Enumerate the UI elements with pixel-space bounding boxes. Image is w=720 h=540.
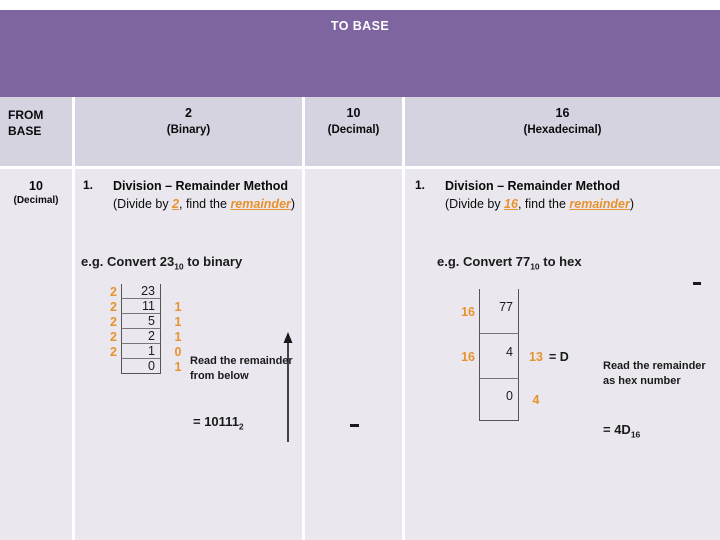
binary-method-number: 1. (83, 178, 94, 192)
column-header-hex-name: (Hexadecimal) (523, 124, 602, 136)
ladder-quotient: 23 (121, 284, 161, 299)
ladder-remainder: 1 (174, 299, 182, 314)
ladder-row: 0 1 (95, 359, 195, 374)
hex-caption-sub: 10 (530, 261, 540, 272)
ladder-quotient: 4 (479, 334, 519, 379)
column-header-binary-name: (Binary) (166, 124, 211, 136)
ladder-row: 2 5 1 (95, 314, 195, 329)
binary-figure-caption: e.g. Convert 2310 to binary (81, 254, 242, 272)
binary-paren-post: ) (290, 197, 296, 211)
row-label-decimal: 10 (Decimal) (0, 169, 75, 540)
cell-decimal-to-decimal (305, 169, 405, 540)
ladder-remainder: 4 (532, 393, 540, 407)
ladder-equals: = D (549, 349, 569, 364)
binary-division-ladder: 2 23 2 11 1 2 5 1 2 (95, 284, 293, 442)
ladder-row: 0 4 (453, 379, 569, 421)
table-body-row: 10 (Decimal) 1. Division – Remainder Met… (0, 169, 720, 540)
hex-result-sub: 16 (630, 429, 641, 440)
ladder-quotient: 1 (121, 344, 161, 359)
ladder-remainder: 1 (174, 314, 182, 329)
ladder-divisor: 2 (110, 314, 117, 329)
binary-caption-pre: e.g. Convert 23 (81, 254, 175, 269)
ladder-divisor: 16 (461, 304, 475, 319)
hex-paren-pre: (Divide by (445, 197, 505, 211)
hex-method-title: Division – Remainder Method (445, 179, 621, 193)
ladder-quotient: 2 (121, 329, 161, 344)
to-base-banner: TO BASE (0, 10, 720, 97)
binary-caption-post: to binary (183, 254, 243, 269)
hex-method-number: 1. (415, 178, 426, 192)
hex-result: = 4D16 (603, 422, 640, 440)
hex-division-ladder: 16 77 16 4 13 = D 0 4 (453, 289, 569, 421)
binary-paren-mid: , find the (179, 197, 231, 211)
ladder-divisor: 2 (110, 329, 117, 344)
binary-method-paren: (Divide by 2, find the remainder) (113, 195, 297, 213)
column-header-decimal-name: (Decimal) (327, 124, 380, 136)
ladder-quotient: 11 (121, 299, 161, 314)
binary-result-sub: 2 (238, 421, 244, 432)
hex-paren-mid: , find the (517, 197, 570, 211)
ladder-remainder: 1 (174, 359, 182, 374)
from-base-label: FROM BASE (0, 105, 43, 139)
ladder-row: 2 2 1 (95, 329, 195, 344)
hex-paren-post: ) (629, 197, 635, 211)
column-header-decimal: 10 (Decimal) (305, 97, 405, 169)
ladder-quotient: 5 (121, 314, 161, 329)
column-header-hexadecimal: 16 (Hexadecimal) (405, 97, 720, 169)
binary-method-block: 1. Division – Remainder Method (Divide b… (83, 178, 297, 213)
binary-paren-divisor: 2 (172, 197, 179, 211)
ladder-divisor: 2 (110, 299, 117, 314)
ladder-quotient: 0 (479, 379, 519, 421)
hex-read-note: Read the remainder as hex number (603, 360, 706, 387)
binary-caption-sub: 10 (174, 261, 184, 272)
row-label-name: (Decimal) (13, 195, 59, 206)
to-base-title: TO BASE (330, 19, 390, 33)
table-header-row: FROM BASE 2 (Binary) 10 (Decimal) 16 (He… (0, 97, 720, 169)
binary-read-note: Read the remainder from below (190, 355, 293, 382)
cell-decimal-to-binary: 1. Division – Remainder Method (Divide b… (75, 169, 305, 540)
from-base-header-cell: FROM BASE (0, 97, 75, 169)
hex-placeholder-dash (693, 282, 701, 285)
base-conversion-table: FROM BASE 2 (Binary) 10 (Decimal) 16 (He… (0, 97, 720, 540)
binary-method-title: Division – Remainder Method (113, 179, 289, 193)
ladder-remainder: 13 (529, 349, 543, 364)
cell-decimal-to-hexadecimal: 1. Division – Remainder Method (Divide b… (405, 169, 720, 540)
ladder-divisor: 2 (110, 344, 117, 359)
ladder-remainder: 0 (174, 344, 182, 359)
hex-result-pre: = 4D (603, 422, 631, 437)
ladder-row: 2 11 1 (95, 299, 195, 314)
column-header-hex-base: 16 (555, 106, 570, 120)
read-upward-arrow-icon (283, 332, 293, 442)
row-label-base: 10 (29, 179, 43, 193)
column-header-binary-base: 2 (185, 106, 192, 120)
ladder-remainder: 1 (174, 329, 182, 344)
ladder-quotient: 77 (479, 289, 519, 334)
hex-caption-pre: e.g. Convert 77 (437, 254, 531, 269)
binary-paren-keyword: remainder (230, 197, 291, 211)
ladder-divisor: 16 (461, 349, 475, 364)
ladder-row: 2 1 0 (95, 344, 195, 359)
column-header-decimal-base: 10 (346, 106, 361, 120)
binary-result: = 101112 (193, 414, 244, 432)
ladder-row: 16 4 13 = D (453, 334, 569, 379)
ladder-divisor: 2 (110, 284, 117, 299)
hex-caption-post: to hex (539, 254, 582, 269)
binary-result-pre: = 10111 (193, 414, 239, 429)
binary-paren-pre: (Divide by (113, 197, 173, 211)
hex-figure-caption: e.g. Convert 7710 to hex (437, 254, 582, 272)
hex-paren-keyword: remainder (569, 197, 630, 211)
hex-paren-divisor: 16 (504, 197, 518, 211)
ladder-row: 2 23 (95, 284, 195, 299)
decimal-placeholder-dash (350, 424, 359, 427)
ladder-row: 16 77 (453, 289, 569, 334)
from-base-line2: BASE (8, 124, 42, 138)
hex-method-paren: (Divide by 16, find the remainder) (445, 195, 715, 213)
ladder-quotient: 0 (121, 359, 161, 374)
from-base-line1: FROM (8, 108, 44, 122)
column-header-binary: 2 (Binary) (75, 97, 305, 169)
hex-method-block: 1. Division – Remainder Method (Divide b… (415, 178, 715, 213)
